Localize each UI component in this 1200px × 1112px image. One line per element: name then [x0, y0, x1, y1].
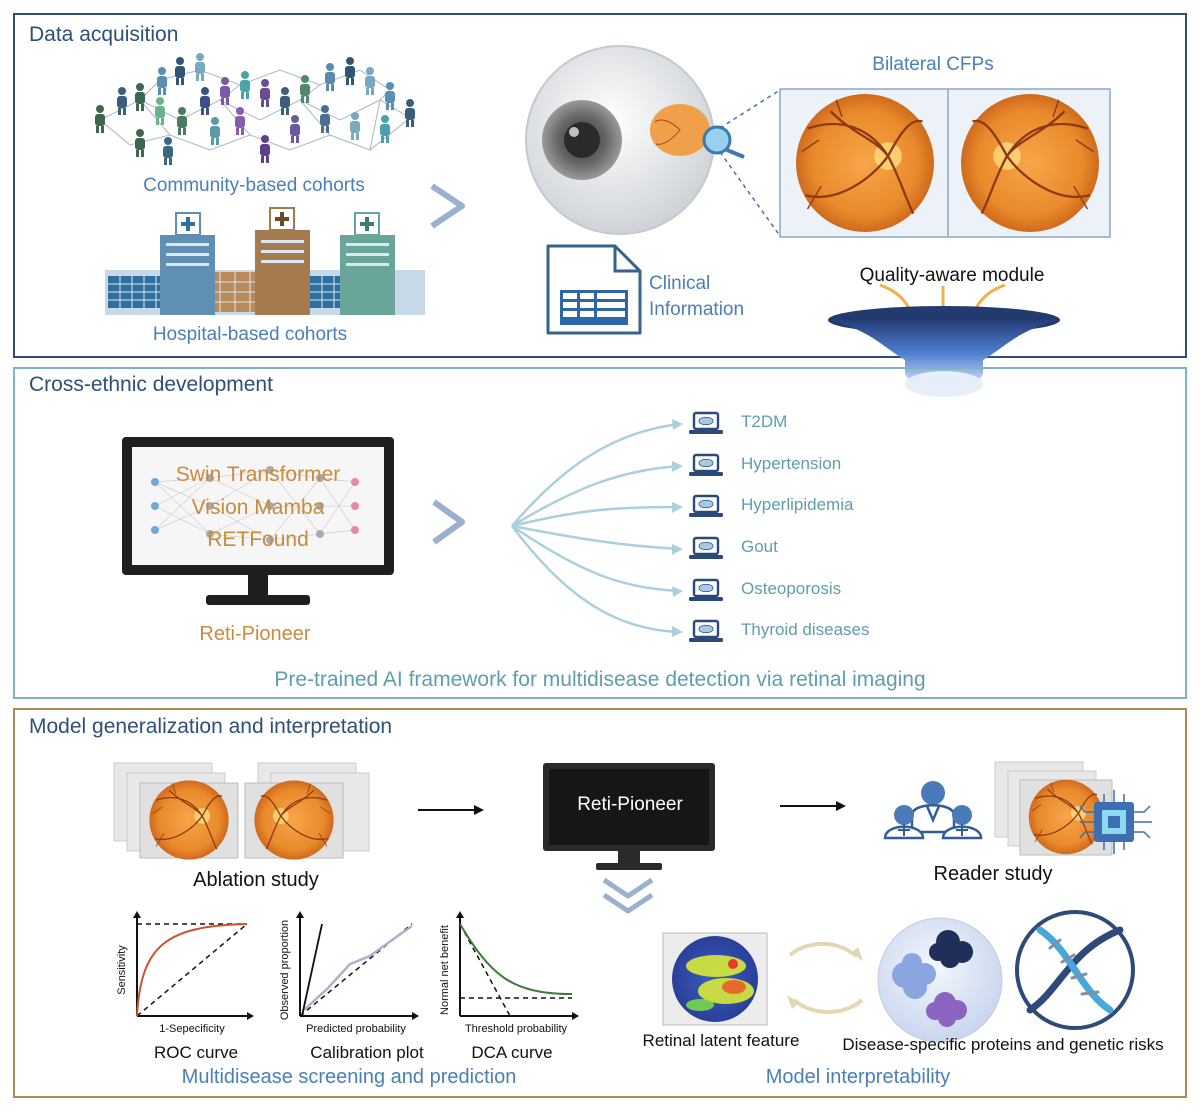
dna-helix-icon [1015, 910, 1135, 1030]
bidirectional-arrows [788, 941, 864, 1014]
reti-pioneer-monitor [122, 437, 394, 605]
quality-module-label: Quality-aware module [860, 265, 1045, 286]
laptop-icon-osteoporosis [687, 578, 725, 603]
x-axis-arrow [247, 1012, 254, 1020]
protein-genetic-label: Disease-specific proteins and genetic ri… [842, 1035, 1163, 1054]
generalization-panel [13, 708, 1187, 1098]
zoom-line-top [719, 89, 781, 129]
community-crowd-illustration [95, 53, 415, 165]
y-axis-tick [301, 923, 323, 1017]
calibration-line [303, 924, 413, 1011]
y-axis-arrow [296, 911, 304, 918]
fan-out-arrows [511, 422, 681, 634]
model-vision-mamba: Vision Mamba [192, 496, 325, 519]
zoom-line-bottom [719, 151, 781, 237]
disease-label-gout: Gout [741, 537, 778, 556]
clinical-label-line2: Information [649, 299, 744, 320]
mini-chart-0: 1-Sepecificity Sensitivity [116, 911, 254, 1035]
ablation-fundus-stacks [113, 762, 370, 861]
chevron-right-icon-2 [432, 499, 465, 545]
chart-xlabel: Predicted probability [306, 1023, 406, 1035]
neural-network-lines [154, 469, 356, 541]
chart-xlabel: Threshold probability [465, 1023, 568, 1035]
reader-label: Reader study [934, 863, 1053, 885]
framework-caption: Pre-trained AI framework for multidiseas… [274, 668, 925, 691]
retinal-latent-label: Retinal latent feature [643, 1031, 800, 1050]
clinical-label-line1: Clinical [649, 273, 710, 294]
chevron-down-icon [602, 877, 654, 914]
chevron-right-icon [430, 183, 465, 229]
clinical-document-icon [546, 244, 642, 335]
laptop-icon-hypertension [687, 453, 725, 478]
mini-chart-2: Threshold probability Normal net benefit [439, 911, 579, 1035]
cross-ethnic-title: Cross-ethnic development [29, 373, 273, 396]
protein-sphere-illustration [877, 917, 1003, 1043]
disease-label-hypertension: Hypertension [741, 454, 841, 473]
quality-funnel-icon [828, 306, 1060, 397]
ai-chip-icon [1079, 790, 1152, 854]
framework-name-label: Reti-Pioneer [199, 623, 311, 645]
x-axis-arrow [572, 1012, 579, 1020]
dca-curve-line [459, 923, 573, 995]
magnifier-icon [702, 125, 732, 155]
disease-label-osteoporosis: Osteoporosis [741, 579, 841, 598]
laptop-icon-hyperlipidemia [687, 494, 725, 519]
monitor-label: Reti-Pioneer [577, 794, 683, 815]
chart-ylabel: Observed proportion [279, 920, 291, 1020]
mini-chart-1: Predicted probability Observed proportion [279, 911, 419, 1035]
data-acquisition-title: Data acquisition [29, 23, 178, 46]
right-fundus-image [959, 92, 1101, 234]
disease-label-hyperlipidemia: Hyperlipidemia [741, 495, 854, 514]
chart-name-1: Calibration plot [310, 1043, 424, 1062]
reti-pioneer-monitor-small [543, 763, 715, 870]
disease-label-thyroid: Thyroid diseases [741, 620, 870, 639]
model-retfound: RETFound [207, 528, 309, 551]
reader-doctors-icon [883, 781, 983, 840]
disease-label-t2dm: T2DM [741, 412, 787, 431]
model-swin-transformer: Swin Transformer [176, 463, 341, 486]
bilateral-cfps-label: Bilateral CFPs [872, 54, 993, 75]
laptop-icon-thyroid [687, 619, 725, 644]
generalization-title: Model generalization and interpretation [29, 715, 392, 738]
community-cohorts-label: Community-based cohorts [143, 175, 365, 196]
data-acquisition-panel [13, 13, 1187, 358]
chart-xlabel: 1-Sepecificity [159, 1023, 225, 1035]
ablation-label: Ablation study [193, 869, 319, 891]
screening-caption: Multidisease screening and prediction [182, 1066, 517, 1088]
flow-arrows [418, 801, 846, 815]
chart-name-2: DCA curve [471, 1043, 552, 1062]
hospital-cohorts-label: Hospital-based cohorts [153, 324, 347, 345]
chart-ylabel: Sensitivity [116, 945, 128, 995]
laptop-icon-gout [687, 536, 725, 561]
interpretability-caption: Model interpretability [766, 1066, 951, 1088]
left-fundus-image [794, 92, 936, 234]
y-axis-arrow [133, 911, 141, 918]
chart-ylabel: Normal net benefit [439, 925, 451, 1015]
diagonal-line [136, 923, 248, 1017]
retinal-latent-feature-image [662, 932, 768, 1026]
y-axis-arrow [456, 911, 464, 918]
chart-name-0: ROC curve [154, 1043, 238, 1062]
hospital-buildings-illustration [105, 207, 425, 315]
eyeball-illustration [525, 45, 745, 235]
laptop-icon-t2dm [687, 411, 725, 436]
cross-ethnic-panel [13, 367, 1187, 699]
x-axis-arrow [412, 1012, 419, 1020]
roc-curve-line [136, 923, 248, 1017]
